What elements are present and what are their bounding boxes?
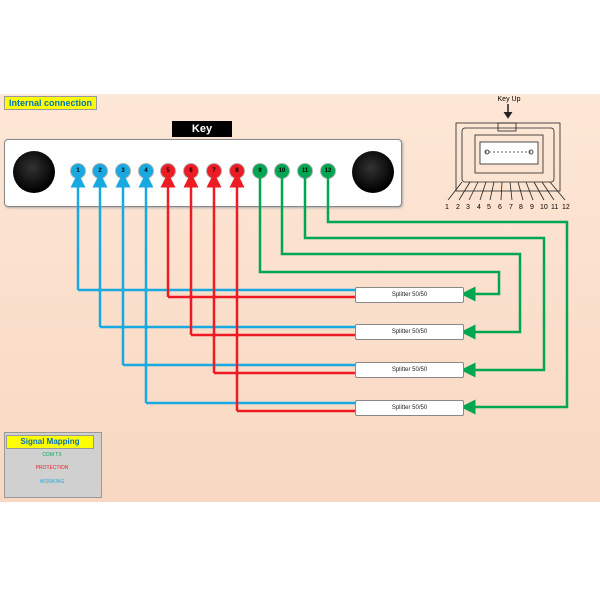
- ref-pin-12: 12: [562, 204, 570, 211]
- fiber-12: 12: [321, 164, 335, 178]
- splitter-2: Splitter 50/50: [355, 324, 464, 340]
- ref-pin-9: 9: [530, 204, 534, 211]
- ref-connector-drawing: [447, 104, 566, 201]
- ref-pin-3: 3: [466, 204, 470, 211]
- ref-pin-11: 11: [551, 204, 559, 211]
- guide-hole-left: [13, 151, 55, 193]
- ref-pin-1: 1: [445, 204, 449, 211]
- fiber-9: 9: [253, 164, 267, 178]
- legend-working: WORKING: [39, 479, 65, 485]
- mpo-connector: [4, 139, 402, 207]
- fiber-10: 10: [275, 164, 289, 178]
- splitter-4: Splitter 50/50: [355, 400, 464, 416]
- ref-pin-6: 6: [498, 204, 502, 211]
- working-lines: [70, 172, 355, 405]
- ref-pin-4: 4: [477, 204, 481, 211]
- guide-hole-right: [352, 151, 394, 193]
- splitter-3: Splitter 50/50: [355, 362, 464, 378]
- legend-com-tx: COM TX: [42, 452, 62, 458]
- fiber-11: 11: [298, 164, 312, 178]
- splitter-1: Splitter 50/50: [355, 287, 464, 303]
- ref-pin-8: 8: [519, 204, 523, 211]
- com-tx-lines: [258, 178, 569, 415]
- ref-pin-5: 5: [487, 204, 491, 211]
- key-label: Key: [172, 121, 232, 137]
- ref-pin-10: 10: [540, 204, 548, 211]
- legend-protection: PROTECTION: [35, 465, 69, 471]
- ref-key-up-label: Key Up: [497, 96, 521, 103]
- ref-pin-7: 7: [509, 204, 513, 211]
- ref-pin-2: 2: [456, 204, 460, 211]
- diagram-title: Internal connection: [4, 96, 98, 110]
- legend-title: Signal Mapping: [6, 435, 94, 449]
